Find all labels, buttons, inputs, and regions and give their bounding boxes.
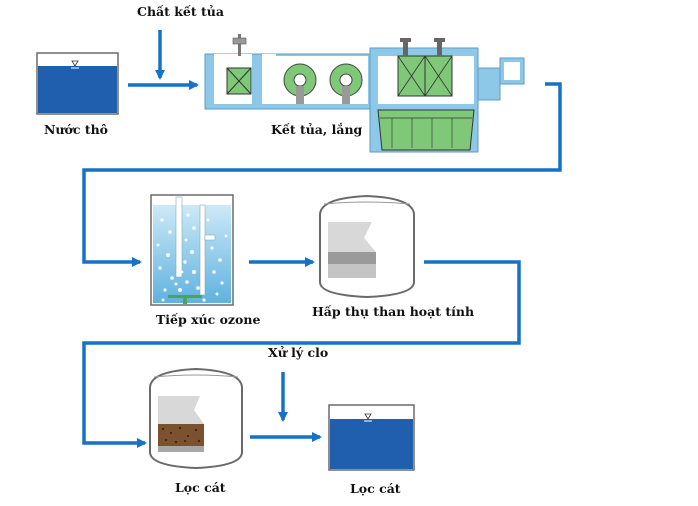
ozone-contact-tank-icon — [150, 194, 234, 306]
final-label: Lọc cát — [350, 481, 401, 496]
ozone-label: Tiếp xúc ozone — [156, 312, 261, 327]
raw-water-tank-icon — [36, 52, 119, 115]
chlorine-label: Xử lý clo — [268, 345, 329, 360]
coagulant-label: Chất kết tủa — [137, 4, 224, 19]
carbon-to-sand-line — [82, 260, 521, 448]
coag-settle-label: Kết tủa, lắng — [271, 122, 363, 137]
raw-water-label: Nước thô — [44, 122, 109, 137]
sand-filter-label: Lọc cát — [175, 480, 226, 495]
activated-carbon-vessel-icon — [319, 194, 415, 299]
sand-filter-vessel-icon — [149, 367, 243, 470]
carbon-label: Hấp thụ than hoạt tính — [312, 304, 475, 319]
flow-lines — [82, 30, 562, 448]
settling-to-ozone-line — [82, 82, 562, 267]
clean-water-tank-icon — [328, 404, 415, 471]
coagulation-settling-unit-icon — [204, 34, 525, 153]
